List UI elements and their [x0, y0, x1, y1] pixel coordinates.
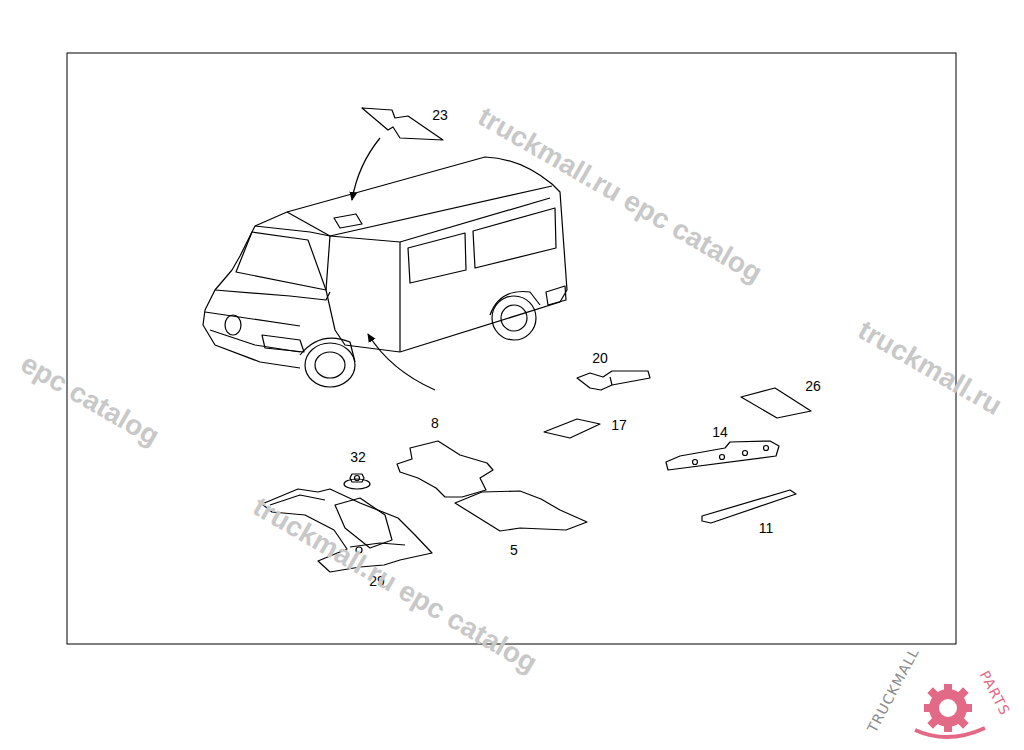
callout-number: 11 [757, 520, 776, 536]
callout-number: 8 [429, 415, 441, 431]
callout-number: 26 [803, 378, 823, 394]
logo-text: TRUCKMALL [865, 645, 921, 734]
watermark: truckmall.ru epc catalog [474, 102, 767, 287]
callout-number: 14 [710, 424, 730, 440]
callout-number: 5 [508, 542, 520, 558]
callout-number: 20 [590, 350, 610, 366]
callout-number: 32 [348, 449, 368, 465]
watermark: truckmall.ru [854, 316, 1007, 420]
logo-text: PARTS [977, 668, 1012, 717]
watermark: truckmall.ru epc catalog [249, 492, 542, 677]
callout-number: 17 [609, 417, 629, 433]
watermark: epc catalog [16, 349, 163, 450]
callout-number: 23 [430, 107, 450, 123]
